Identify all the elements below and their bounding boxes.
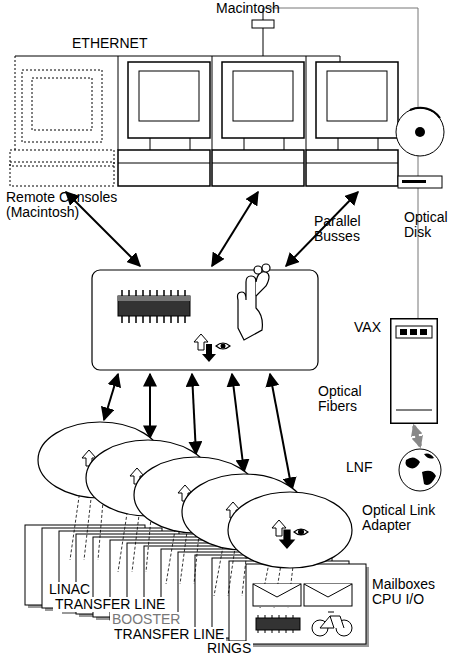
crate-label: RINGS	[205, 641, 253, 656]
link-arrow	[414, 426, 420, 446]
network-label: Macintosh	[216, 1, 280, 16]
globe-node: LNF	[398, 448, 442, 492]
crate-label: BOOSTER	[110, 612, 182, 627]
bus-label: Parallel Busses	[314, 214, 378, 244]
node-heading: VAX	[354, 320, 381, 335]
crate-label: LINAC	[47, 582, 92, 597]
node-heading: LNF	[346, 460, 372, 475]
device-label: Optical Disk	[404, 210, 462, 240]
globe-node-outline	[398, 448, 442, 492]
fiber-label: Optical Fibers	[318, 384, 384, 414]
network-label: ETHERNET	[72, 36, 147, 51]
crate-label: TRANSFER LINE	[53, 597, 167, 612]
computer-box-outline	[390, 318, 438, 424]
console-label: Remote Consoles (Macintosh)	[6, 190, 128, 220]
computer-box: VAX	[390, 318, 438, 424]
adapter-label: Optical Link Adapter	[362, 503, 436, 533]
crate-label: TRANSFER LINE	[112, 627, 226, 642]
module-label: Mailboxes CPU I/O	[372, 577, 446, 607]
